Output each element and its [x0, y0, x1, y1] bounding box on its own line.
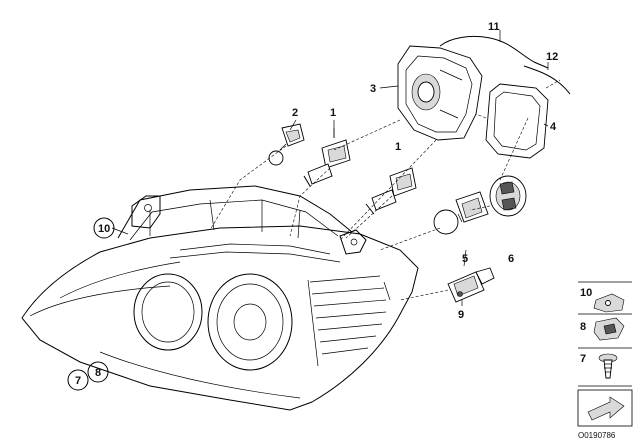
callout-1-lower: 1 — [395, 141, 401, 153]
part-2-bulb — [268, 123, 305, 166]
legend-part-8-nut — [593, 317, 625, 341]
part-5-bulb-socket — [433, 191, 489, 235]
part-4-gasket — [485, 83, 549, 159]
callout-11: 11 — [488, 21, 500, 33]
part-1-bulb-lower — [365, 167, 417, 215]
circled-callout-8: 8 — [87, 361, 109, 383]
part-9-socket — [447, 267, 495, 303]
legend-label-10: 10 — [580, 287, 592, 299]
arrow-icon — [577, 389, 633, 427]
callout-4: 4 — [550, 121, 557, 133]
headlight-housing — [21, 185, 419, 411]
circled-callout-7: 7 — [67, 369, 89, 391]
callout-5: 5 — [462, 253, 468, 265]
legend-part-10-clip — [593, 293, 625, 313]
legend-label-7: 7 — [580, 353, 586, 365]
callout-6: 6 — [508, 253, 514, 265]
legend-part-7-screw — [598, 353, 618, 379]
part-12-wire — [523, 62, 571, 95]
callout-9: 9 — [458, 309, 464, 321]
assembly-lines — [209, 79, 561, 301]
circled-callout-7-label: 7 — [75, 375, 81, 387]
circled-callout-8-label: 8 — [95, 367, 101, 379]
part-11-wire — [439, 30, 549, 69]
small-parts-legend: 10 8 7 — [577, 281, 633, 427]
callout-2: 2 — [292, 107, 298, 119]
callout-3: 3 — [370, 83, 376, 95]
diagram-reference-number: O0190786 — [578, 431, 616, 440]
leader-lines — [111, 85, 549, 306]
part-3-cover-cap — [397, 45, 483, 141]
callout-12: 12 — [546, 51, 558, 63]
circled-callout-10: 10 — [93, 217, 115, 239]
circled-callout-10-label: 10 — [98, 223, 110, 235]
legend-label-8: 8 — [580, 321, 586, 333]
part-1-bulb-upper — [303, 128, 351, 187]
part-6-round-cap — [489, 175, 527, 217]
callout-1-upper: 1 — [330, 107, 336, 119]
